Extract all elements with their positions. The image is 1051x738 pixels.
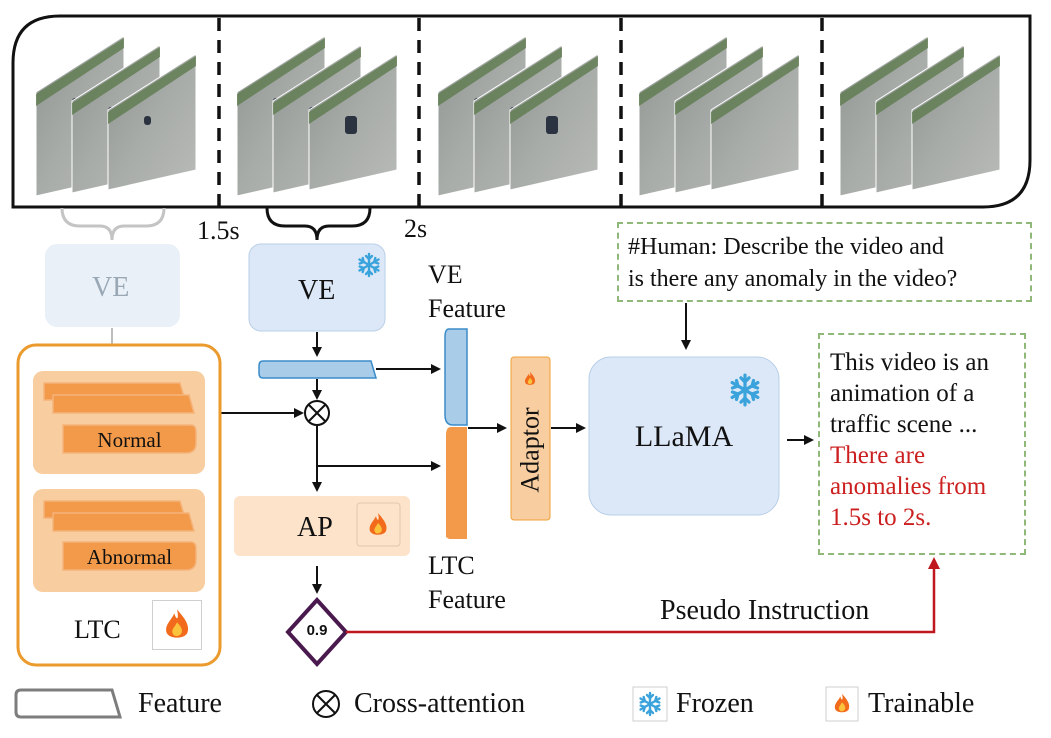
ap-label: AP [297, 512, 333, 543]
ltc-flame-icon [166, 609, 189, 638]
frame-roadside [438, 38, 526, 106]
timestamp-start: 1.5s [197, 216, 240, 245]
video-frame [911, 53, 1001, 191]
ltc-flame-frame [152, 600, 202, 650]
score-diamond [285, 597, 349, 667]
frame-roadside [309, 56, 397, 124]
ltc-feature-label-2: Feature [428, 585, 506, 614]
response-line-3: traffic scene ... [830, 411, 978, 438]
response-anomaly-line-3: 1.5s to 2s. [830, 504, 932, 531]
ltc-normal-label: Normal [97, 428, 162, 452]
vehicle [546, 116, 558, 134]
vehicle [345, 116, 357, 134]
ve-faded-label: VE [92, 272, 130, 303]
cross-attention-icon [304, 400, 330, 426]
frame-roadside [474, 47, 562, 115]
frame-roadside [639, 38, 727, 106]
brace-highlight [265, 207, 372, 241]
pseudo-instruction-line [346, 557, 940, 634]
video-frame [710, 53, 800, 191]
frame-roadside [675, 47, 763, 115]
response-anomaly-line-1: There are [830, 442, 926, 469]
abnormal-stack [43, 500, 197, 571]
frame-roadside [876, 47, 964, 115]
ltc-abnormal-label: Abnormal [86, 545, 173, 569]
frame-roadside [72, 47, 160, 115]
frame-roadside [840, 38, 928, 106]
ltc-feature-bar [446, 427, 467, 539]
adaptor-box [510, 356, 551, 521]
response-box: This video is an animation of a traffic … [818, 333, 1026, 555]
ve-feature-label-2: Feature [428, 294, 506, 323]
human-prompt-box: #Human: Describe the video and is there … [617, 222, 1032, 302]
frame-roadside [237, 38, 325, 106]
timestamp-end: 2s [404, 214, 428, 243]
response-line-1: This video is an [830, 349, 990, 376]
frame-roadside [273, 47, 361, 115]
adaptor-label: Adaptor [515, 406, 545, 493]
ve-label: VE [298, 275, 336, 306]
normal-stack [43, 382, 197, 454]
legend-cross-attention-icon [312, 690, 340, 718]
video-frame [107, 53, 197, 191]
llama-label: LLaMA [634, 420, 734, 453]
prompt-line-1: #Human: Describe the video and [628, 234, 944, 260]
ve-token [258, 360, 378, 379]
pseudo-instruction-label: Pseudo Instruction [660, 595, 870, 626]
ltc-label: LTC [74, 615, 121, 644]
response-line-2: animation of a [830, 380, 975, 407]
frame-roadside [108, 56, 196, 124]
brace-faded [60, 207, 166, 241]
vehicle [144, 116, 151, 125]
video-frames [35, 35, 1001, 197]
ve-feature-bar [444, 328, 468, 426]
legend-cross-attention-label: Cross-attention [354, 688, 526, 719]
score-value: 0.9 [306, 622, 328, 639]
response-anomaly-line-2: anomalies from [830, 473, 987, 500]
legend-feature-shape [14, 688, 123, 719]
ve-faded-box [45, 244, 180, 327]
legend-trainable-label: Trainable [868, 688, 975, 719]
ve-feature-label-1: VE [428, 260, 463, 289]
ltc-feature-label-1: LTC [428, 551, 475, 580]
legend-frozen-label: Frozen [676, 688, 754, 719]
adaptor-label-wrap: Adaptor [511, 357, 550, 520]
segment-dividers [217, 18, 824, 206]
frame-roadside [510, 56, 598, 124]
frame-roadside [912, 56, 1000, 124]
frame-roadside [36, 38, 124, 106]
frame-roadside [711, 56, 799, 124]
ve-box [248, 243, 386, 332]
legend-feature-label: Feature [138, 688, 222, 719]
prompt-line-2: is there any anomaly in the video? [628, 265, 958, 292]
